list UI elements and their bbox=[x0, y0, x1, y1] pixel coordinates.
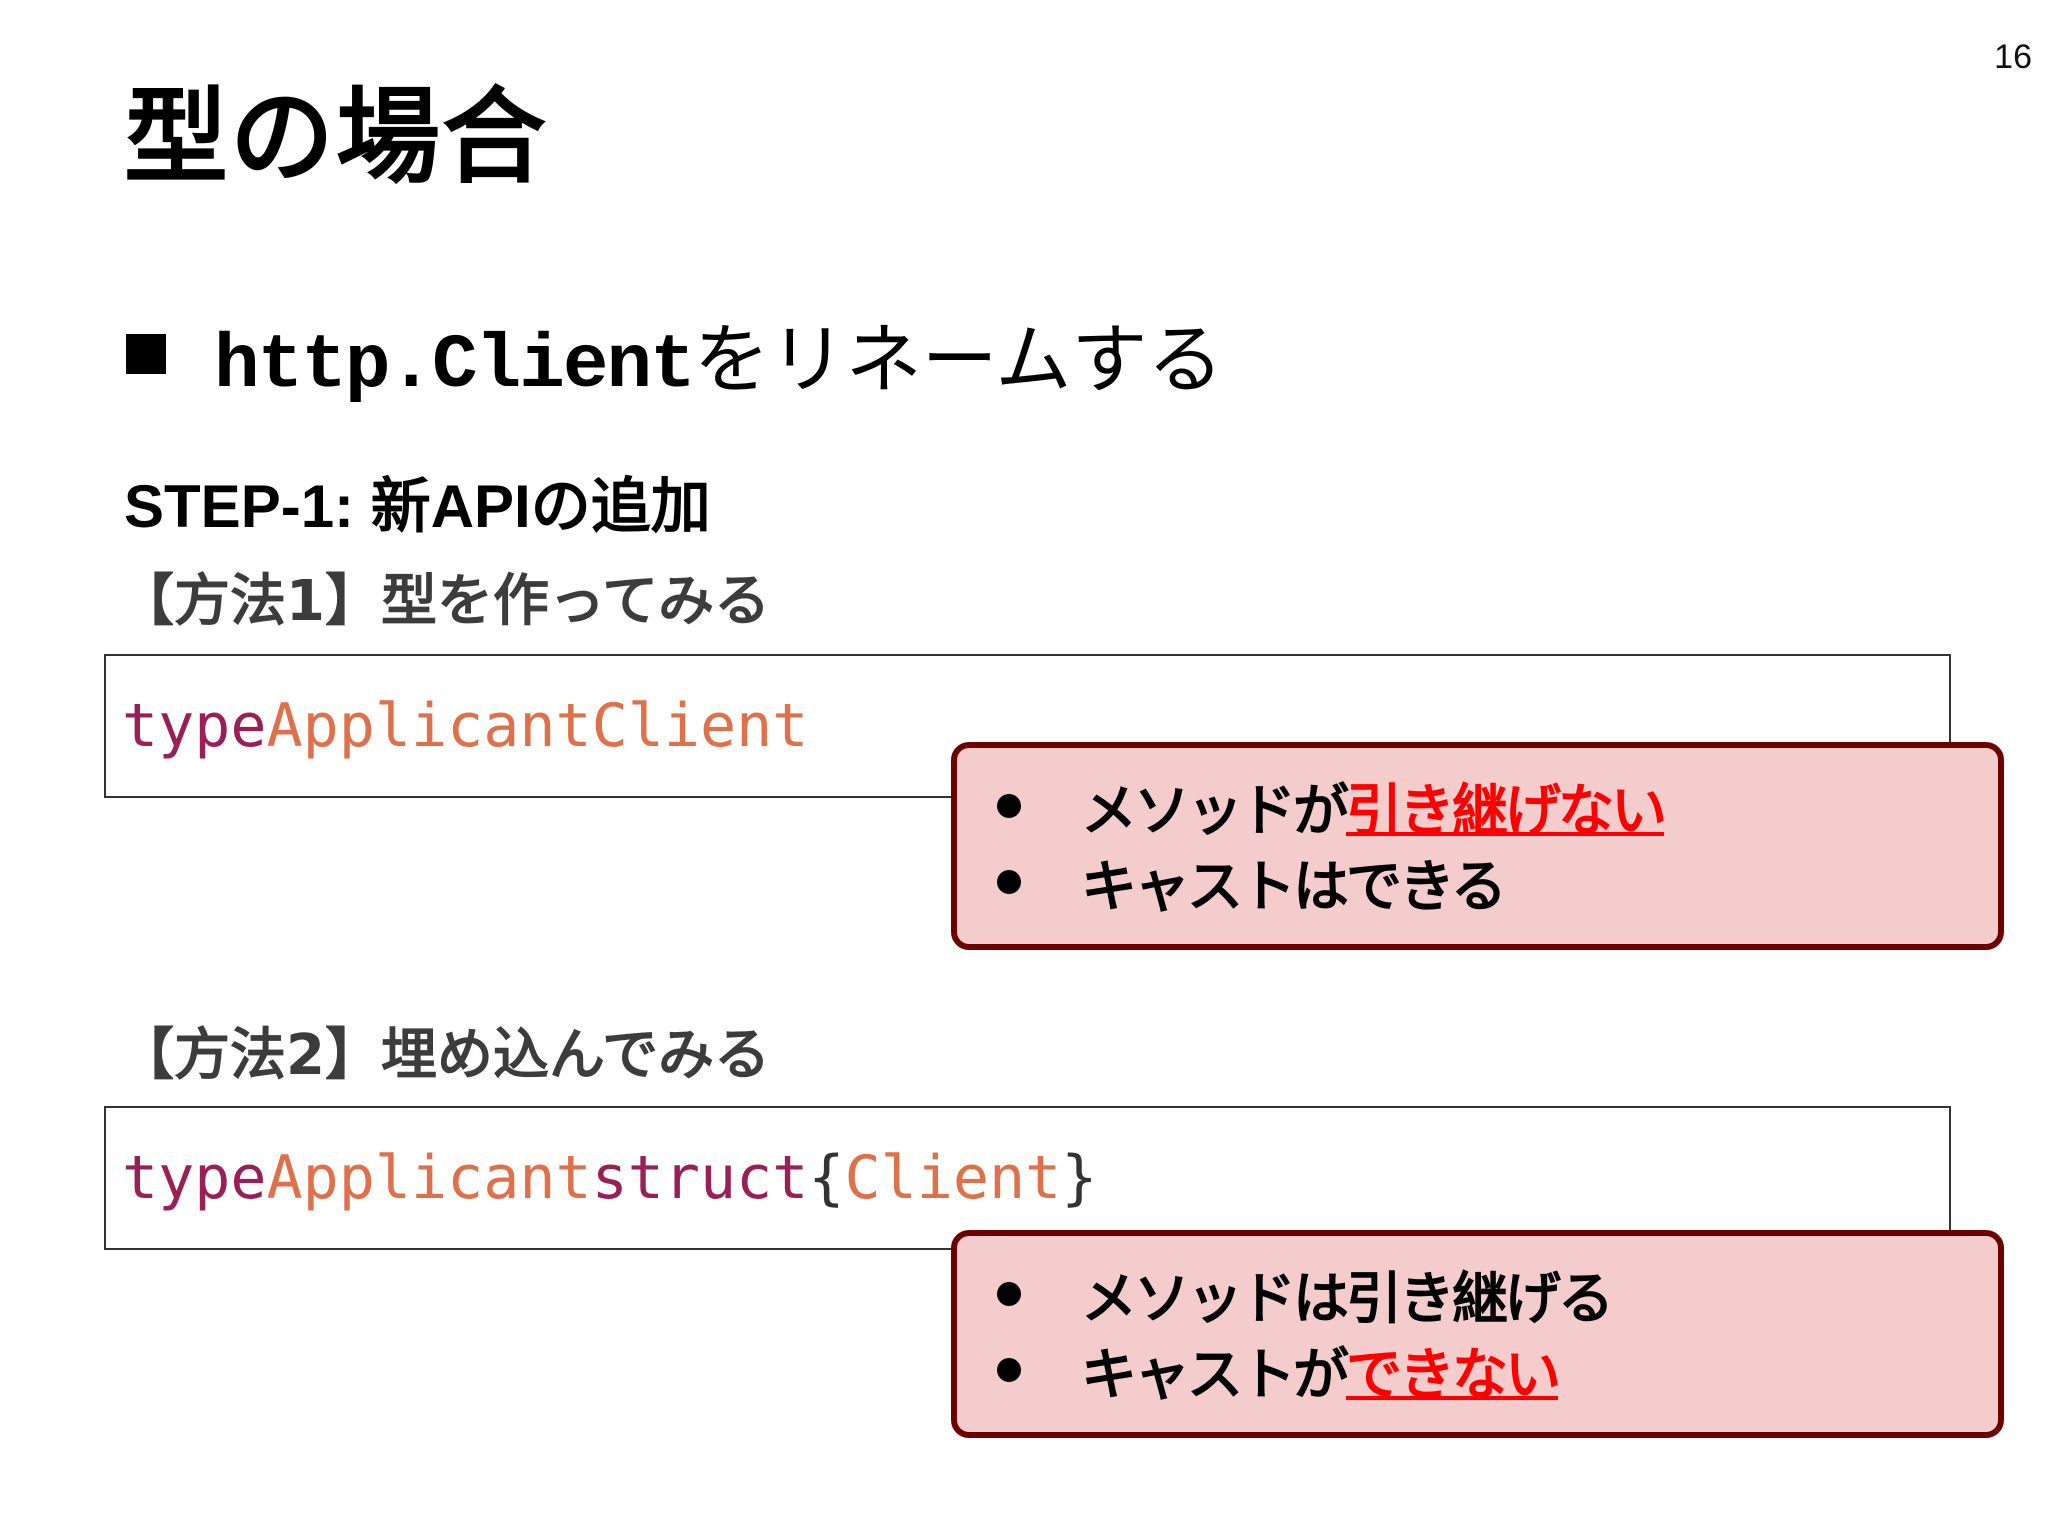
code-brace-open: { bbox=[808, 1143, 845, 1213]
main-bullet-code: http.Client bbox=[214, 323, 696, 409]
square-bullet-icon bbox=[126, 333, 166, 374]
callout-item-text: キャストが bbox=[1081, 1342, 1349, 1408]
callout-item: メソッドが引き継げない bbox=[997, 768, 1998, 844]
code-type-name: Applicant bbox=[266, 1143, 592, 1213]
page-number: 16 bbox=[1994, 38, 2032, 76]
method2-callout: メソッドは引き継げる キャストができない bbox=[951, 1230, 2004, 1438]
callout-item-text: メソッドは引き継げる bbox=[1081, 1266, 1614, 1332]
callout-item-emphasis: 引き継げない bbox=[1346, 778, 1667, 844]
method1-callout: メソッドが引き継げない キャストはできる bbox=[951, 742, 2004, 950]
callout-item: キャストができない bbox=[997, 1332, 1998, 1408]
main-bullet: http.Clientをリネームする bbox=[126, 298, 1223, 409]
bullet-dot-icon bbox=[997, 794, 1021, 818]
slide-title: 型の場合 bbox=[124, 76, 549, 198]
code-brace-close: } bbox=[1061, 1143, 1098, 1213]
callout-item: メソッドは引き継げる bbox=[997, 1256, 1998, 1332]
bullet-dot-icon bbox=[997, 1358, 1021, 1382]
main-bullet-suffix: をリネームする bbox=[693, 315, 1224, 404]
bullet-dot-icon bbox=[997, 1282, 1021, 1306]
callout-list: メソッドが引き継げない キャストはできる bbox=[997, 768, 1998, 920]
bullet-dot-icon bbox=[997, 870, 1021, 894]
code-type-name: Applicant bbox=[266, 691, 592, 761]
code-embedded-type: Client bbox=[844, 1143, 1062, 1213]
callout-list: メソッドは引き継げる キャストができない bbox=[997, 1256, 1998, 1408]
method2-heading: 【方法2】埋め込んでみる bbox=[118, 1023, 771, 1088]
code-keyword: type bbox=[122, 691, 267, 761]
method1-heading: 【方法1】型を作ってみる bbox=[118, 569, 771, 634]
callout-item-emphasis: できない bbox=[1346, 1342, 1561, 1408]
main-bullet-text: http.Clientをリネームする bbox=[214, 298, 1223, 409]
callout-item-text: キャストはできる bbox=[1081, 854, 1507, 920]
method2-code-box: type Applicant struct { Client } bbox=[104, 1106, 1951, 1250]
code-keyword: type bbox=[122, 1143, 267, 1213]
callout-item-text: メソッドが bbox=[1081, 778, 1349, 844]
callout-item: キャストはできる bbox=[997, 844, 1998, 920]
code-struct-keyword: struct bbox=[591, 1143, 809, 1213]
step-heading: STEP-1: 新APIの追加 bbox=[124, 473, 711, 540]
code-base-type: Client bbox=[591, 691, 809, 761]
